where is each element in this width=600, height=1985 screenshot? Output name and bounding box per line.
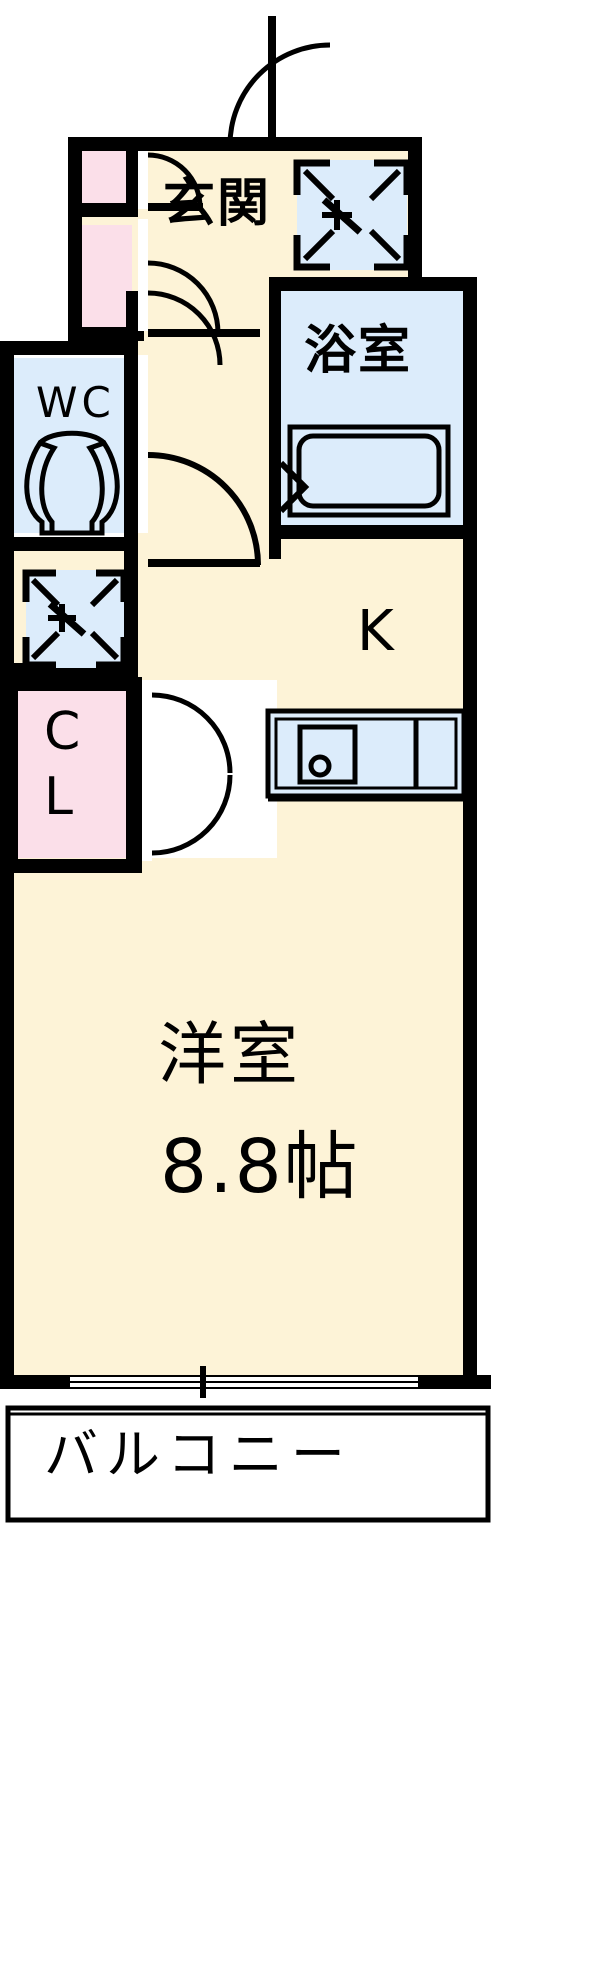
- label-balcony: バルコニー: [44, 1423, 353, 1486]
- shoe-closet-lower: [76, 225, 132, 335]
- kitchen-floor: [277, 535, 477, 865]
- label-entrance: 玄関: [163, 174, 272, 234]
- label-bathroom: 浴室: [304, 321, 413, 381]
- closet-door-swing: [151, 692, 233, 856]
- label-main-room-size: 8.8帖: [160, 1124, 360, 1210]
- label-kitchen: K: [357, 599, 394, 664]
- washer-area-floor: [14, 545, 132, 665]
- closet-floor: [18, 683, 132, 858]
- label-main-room-name: 洋室: [158, 1016, 303, 1095]
- corridor-floor-lower: [132, 540, 277, 680]
- main-room-floor: [14, 858, 477, 1388]
- corridor-floor: [132, 285, 277, 570]
- entrance-door-icon: [227, 16, 331, 148]
- label-toilet: WC: [36, 378, 115, 427]
- shoe-closet-upper: [76, 145, 132, 209]
